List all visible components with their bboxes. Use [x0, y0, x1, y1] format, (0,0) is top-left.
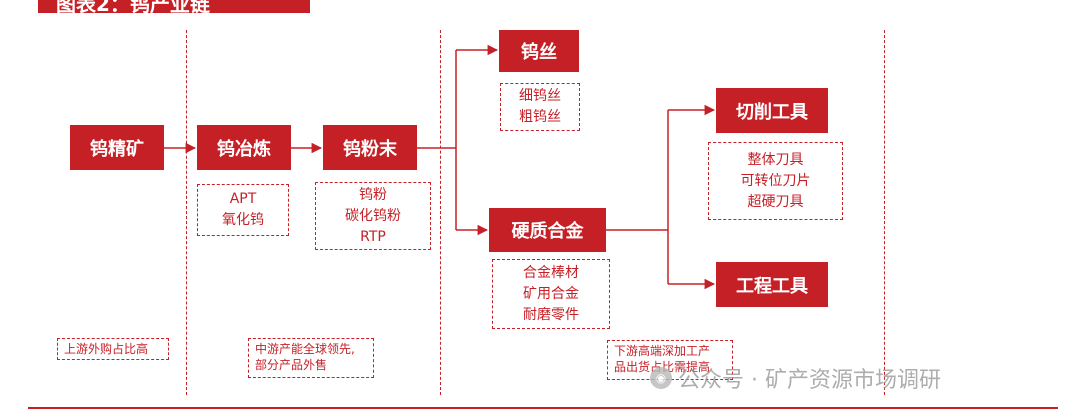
detail-item: APT — [229, 191, 257, 207]
node-tungsten-smelting: 钨冶炼 — [197, 125, 291, 170]
detail-item: 细钨丝 — [519, 88, 561, 104]
note-upstream: 上游外购占比高 — [57, 338, 169, 360]
node-engineering-tools: 工程工具 — [716, 262, 828, 307]
detail-item: 可转位刀片 — [740, 172, 811, 189]
node-cutting-tools: 切削工具 — [716, 88, 828, 133]
detail-item: 合金棒材 — [523, 264, 579, 281]
watermark: ◉ 公众号 · 矿产资源市场调研 — [650, 362, 941, 394]
detail-item: 耐磨零件 — [523, 306, 579, 323]
bottom-rule — [28, 407, 1058, 409]
detail-item: 整体刀具 — [747, 151, 804, 168]
detail-item: 钨粉 — [359, 186, 387, 203]
watermark-text: 公众号 · 矿产资源市场调研 — [678, 368, 941, 393]
detail-item: 碳化钨粉 — [345, 207, 401, 224]
note-text: 部分产品外售 — [255, 358, 328, 372]
detail-box-smelting: APT 氧化钨 — [197, 184, 289, 236]
detail-item: 矿用合金 — [523, 285, 579, 302]
node-tungsten-powder: 钨粉末 — [323, 125, 417, 170]
chart-title: 图表2：钨产业链 — [56, 0, 210, 13]
detail-box-cutting: 整体刀具 可转位刀片 超硬刀具 — [708, 142, 843, 220]
detail-box-powder: 钨粉 碳化钨粉 RTP — [315, 182, 431, 250]
node-tungsten-concentrate: 钨精矿 — [70, 125, 164, 170]
wechat-icon: ◉ — [650, 367, 672, 389]
detail-item: RTP — [360, 228, 386, 245]
note-midstream: 中游产能全球领先, 部分产品外售 — [248, 338, 374, 378]
detail-item: 粗钨丝 — [519, 109, 561, 125]
detail-box-carbide: 合金棒材 矿用合金 耐磨零件 — [492, 259, 610, 329]
note-text: 上游外购占比高 — [64, 342, 149, 356]
note-text: 下游高端深加工产 — [614, 344, 711, 358]
node-cemented-carbide: 硬质合金 — [489, 208, 606, 252]
stage-divider-3 — [884, 30, 885, 395]
chart-title-bar: 图表2：钨产业链 — [38, 0, 310, 13]
detail-box-wire: 细钨丝 粗钨丝 — [500, 83, 580, 131]
stage-divider-2 — [440, 30, 441, 395]
stage-divider-1 — [186, 30, 187, 395]
detail-item: 超硬刀具 — [747, 193, 804, 210]
detail-item: 氧化钨 — [222, 212, 264, 228]
note-text: 中游产能全球领先, — [255, 342, 355, 356]
node-tungsten-wire: 钨丝 — [499, 30, 579, 72]
